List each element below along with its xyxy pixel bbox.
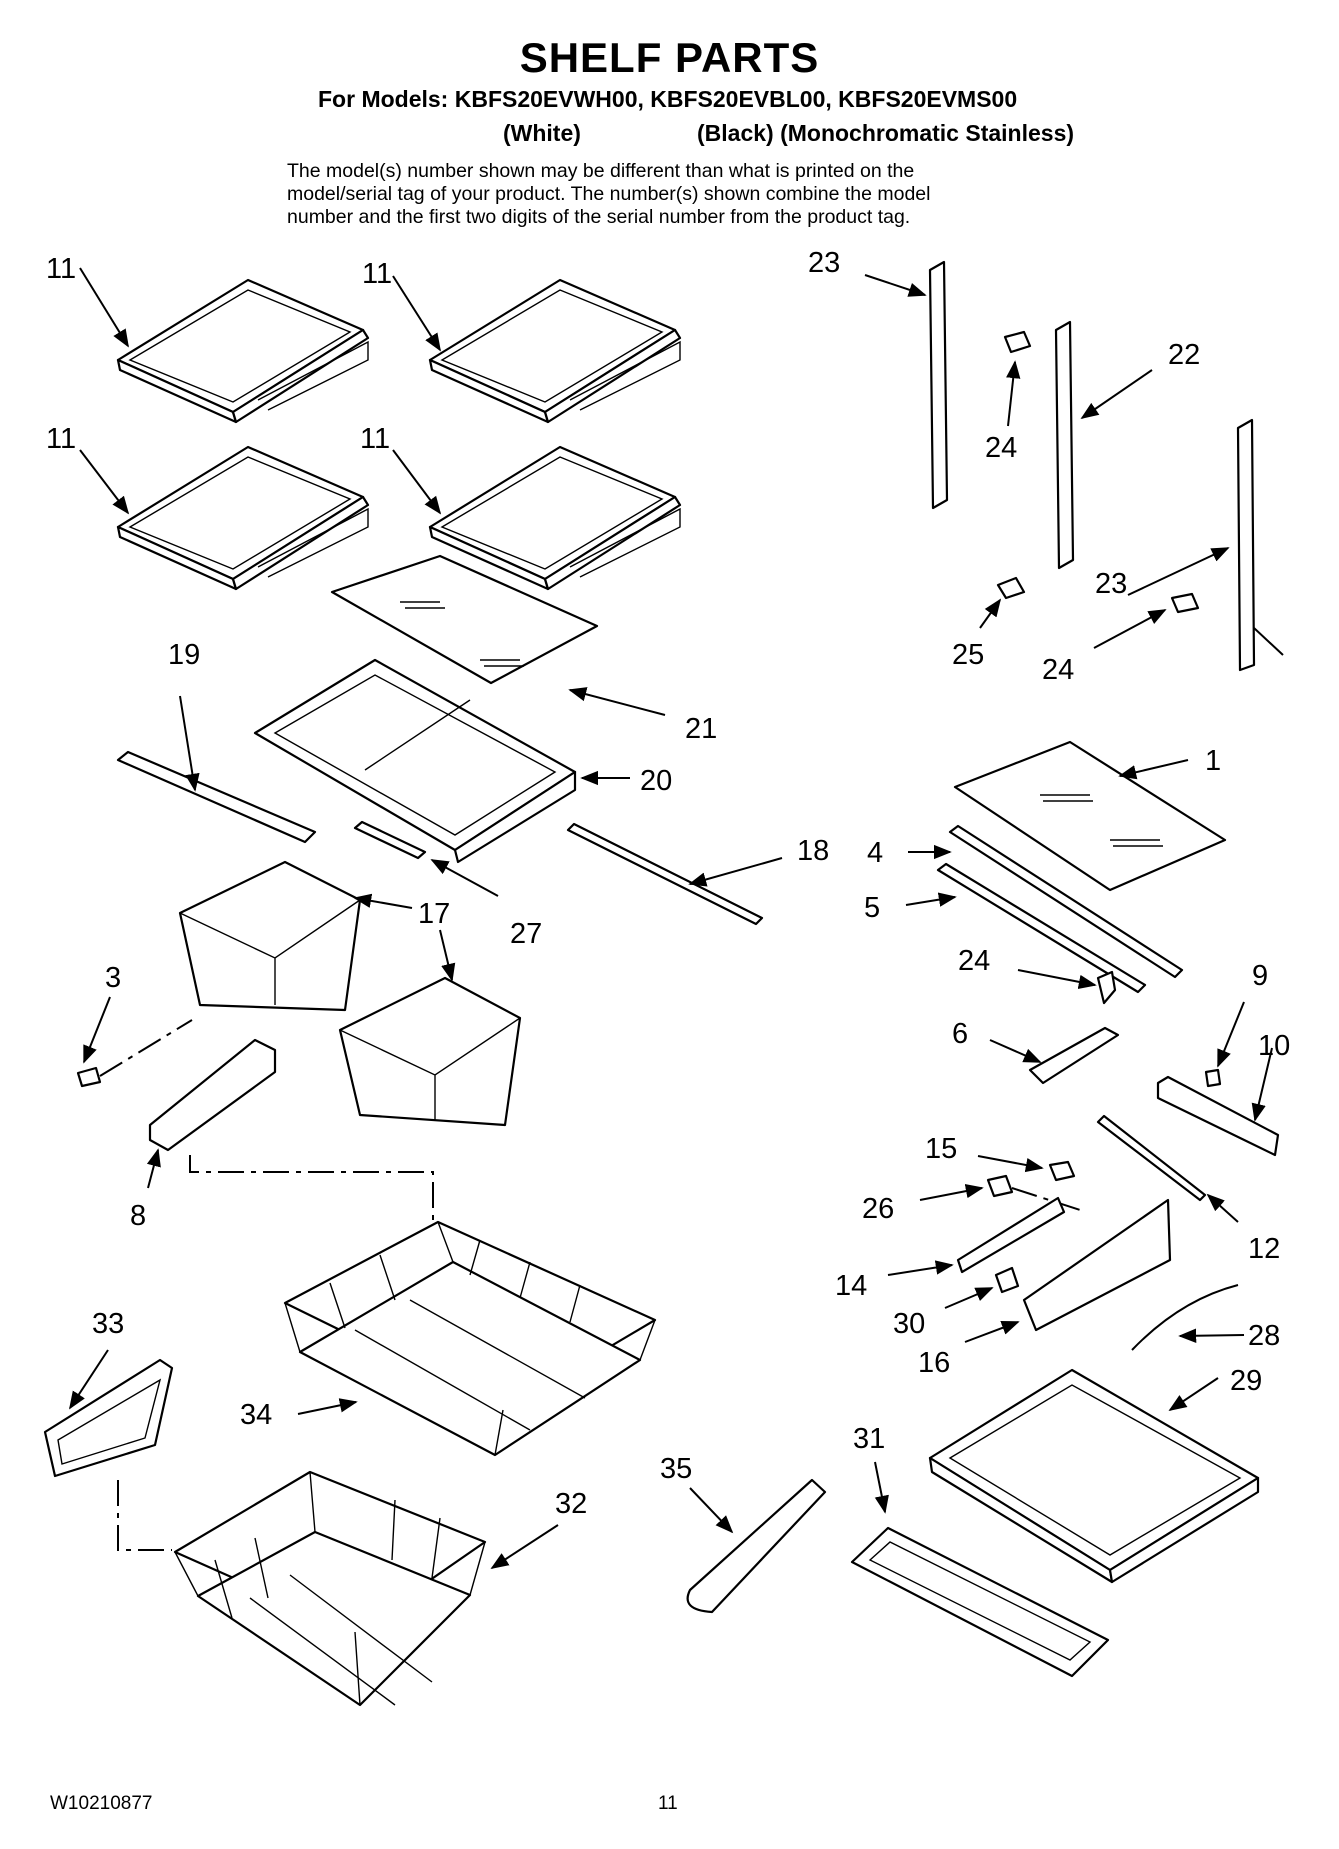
screw-24-mid (1093, 592, 1200, 649)
clip-9 (1204, 1068, 1222, 1088)
wire-basket-32 (173, 1470, 487, 1707)
trim-4 (948, 824, 1184, 979)
callout-19: 19 (168, 639, 200, 671)
callout-30: 30 (893, 1308, 925, 1340)
note-line-3: number and the first two digits of the s… (287, 206, 911, 228)
callout-23-top: 23 (808, 247, 840, 279)
callout-25: 25 (952, 639, 984, 671)
callout-4: 4 (867, 837, 883, 869)
bracket-16 (1022, 1198, 1172, 1332)
trim-31 (850, 1526, 1110, 1678)
wire-basket-34 (283, 1220, 657, 1457)
bracket-8 (148, 1038, 277, 1152)
document-number: W10210877 (50, 1793, 153, 1814)
callout-11-bottom-left: 11 (46, 423, 76, 455)
callout-32: 32 (555, 1488, 587, 1520)
callout-11-top-right: 11 (362, 258, 392, 290)
tray-29 (928, 1368, 1260, 1572)
callout-28: 28 (1248, 1320, 1280, 1352)
crisper-pan-17-left (178, 860, 362, 1012)
screw-3 (76, 1066, 102, 1088)
page-title: SHELF PARTS (519, 34, 820, 81)
callout-22: 22 (1168, 339, 1200, 371)
callout-24-mid: 24 (1042, 654, 1074, 686)
glass-shelf-21 (330, 554, 599, 685)
trim-19 (116, 750, 317, 844)
screw-26 (986, 1174, 1014, 1198)
page-number: 11 (658, 1793, 678, 1814)
clip-30 (994, 1266, 1020, 1294)
clip-27 (353, 820, 427, 860)
note-line-1: The model(s) number shown may be differe… (287, 160, 915, 182)
shelf-11-top-left (116, 278, 370, 424)
slide-10 (1156, 1075, 1280, 1157)
callout-11-bottom-right: 11 (360, 423, 390, 455)
shelf-11-top-right (428, 278, 682, 424)
callout-8: 8 (130, 1200, 146, 1232)
rail-23-right (1236, 418, 1256, 672)
callout-23-mid: 23 (1095, 568, 1127, 600)
callout-24-top: 24 (985, 432, 1017, 464)
callout-12: 12 (1248, 1233, 1280, 1265)
bracket-6 (1028, 1026, 1120, 1085)
callout-17: 17 (418, 898, 450, 930)
wire-28 (1131, 1284, 1239, 1351)
callout-31: 31 (853, 1423, 885, 1455)
callout-9: 9 (1252, 960, 1268, 992)
shelf-frame-20 (253, 658, 577, 852)
callout-24-lower: 24 (958, 945, 990, 977)
rod-18 (566, 822, 764, 926)
rail-23-left (928, 260, 949, 510)
callout-5: 5 (864, 892, 880, 924)
divider-33 (43, 1358, 174, 1478)
callout-16: 16 (918, 1347, 950, 1379)
callout-6: 6 (952, 1018, 968, 1050)
callout-20: 20 (640, 765, 672, 797)
screw-15 (1048, 1160, 1076, 1182)
callout-18: 18 (797, 835, 829, 867)
rail-22 (1054, 320, 1075, 570)
note-line-2: model/serial tag of your product. The nu… (287, 183, 931, 205)
trim-5 (936, 862, 1147, 994)
callout-26: 26 (862, 1193, 894, 1225)
variant-black-stainless: (Black) (Monochromatic Stainless) (697, 120, 1075, 146)
variant-white: (White) (503, 120, 581, 146)
model-numbers: For Models: KBFS20EVWH00, KBFS20EVBL00, … (318, 86, 1018, 112)
callout-35: 35 (660, 1453, 692, 1485)
callout-10: 10 (1258, 1030, 1290, 1062)
glass-shelf-1 (953, 740, 1227, 892)
callout-1: 1 (1205, 745, 1221, 777)
screw-24-lower (1096, 970, 1117, 1005)
callout-14: 14 (835, 1270, 867, 1302)
slide-14 (956, 1196, 1066, 1274)
callout-21: 21 (685, 713, 717, 745)
callout-29: 29 (1230, 1365, 1262, 1397)
callout-11-top-left: 11 (46, 253, 76, 285)
rail-12 (1096, 1114, 1207, 1202)
shelf-11-bottom-left (116, 445, 370, 591)
callout-33: 33 (92, 1308, 124, 1340)
handle-35 (686, 1478, 827, 1614)
callout-15: 15 (925, 1133, 957, 1165)
screw-24-top (1003, 330, 1032, 427)
callout-27: 27 (510, 918, 542, 950)
callout-3: 3 (105, 962, 121, 994)
callout-34: 34 (240, 1399, 272, 1431)
crisper-pan-17-right (338, 976, 522, 1127)
screw-25 (979, 576, 1026, 629)
